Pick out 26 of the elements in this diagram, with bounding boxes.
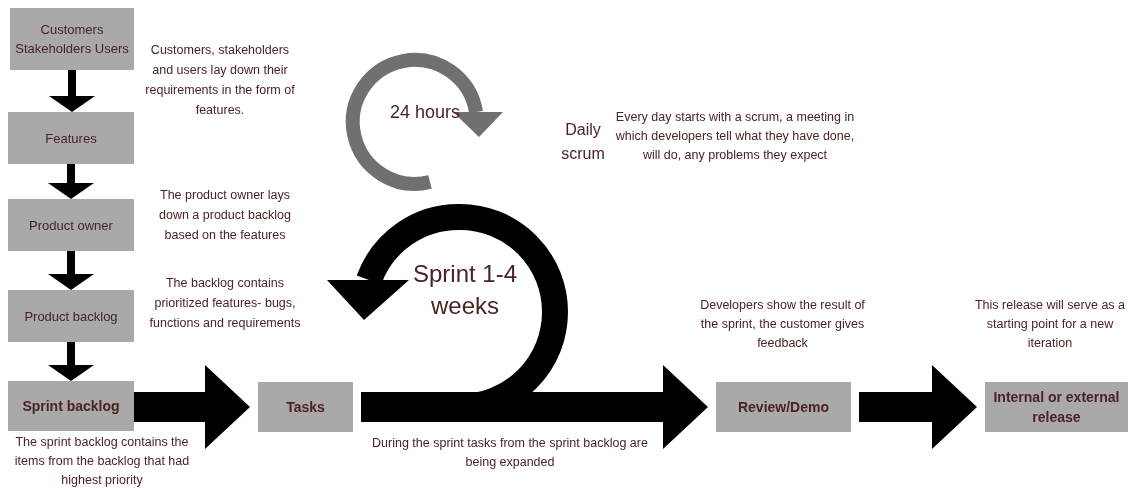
step-description: During the sprint tasks from the sprint backlog are being expanded xyxy=(371,435,649,471)
arrow xyxy=(361,365,708,449)
annotation-text: The backlog contains prioritized features- bugs, functions and requirements xyxy=(148,275,302,332)
annotation-text: Every day starts with a scrum, a meeting in which developers tell what they have done, will do, any problems they expect xyxy=(615,109,855,164)
process-box: Tasks xyxy=(258,382,353,432)
annotation-text: The product owner lays down a product backlog based on the features xyxy=(158,187,292,244)
process-box: Review/Demo xyxy=(716,382,851,432)
arrow xyxy=(48,164,94,199)
annotation-text: Customers, stakeholders and users lay down their requirements in the form of features. xyxy=(145,42,295,119)
arrow xyxy=(859,365,977,449)
process-box: Internal or external release xyxy=(985,382,1128,432)
annotation-text: Sprint 1-4 weeks xyxy=(411,259,519,321)
step-description: Developers show the result of the sprint, the customer gives feedback xyxy=(699,297,866,352)
step-description: This release will serve as a starting point for a new iteration xyxy=(973,297,1127,352)
arrow xyxy=(48,342,94,381)
process-box: Sprint backlog xyxy=(8,381,134,431)
arrow xyxy=(49,70,95,112)
process-box: Features xyxy=(8,112,134,164)
arrow xyxy=(134,365,250,449)
arrow xyxy=(48,251,94,290)
process-box: Customers Stakeholders Users xyxy=(10,8,134,70)
annotation-text: Daily scrum xyxy=(560,120,606,164)
step-description: The sprint backlog contains the items from the backlog that had highest priority xyxy=(13,434,191,489)
process-box: Product owner xyxy=(8,199,134,251)
annotation-text: 24 hours xyxy=(388,101,462,124)
process-box: Product backlog xyxy=(8,290,134,342)
